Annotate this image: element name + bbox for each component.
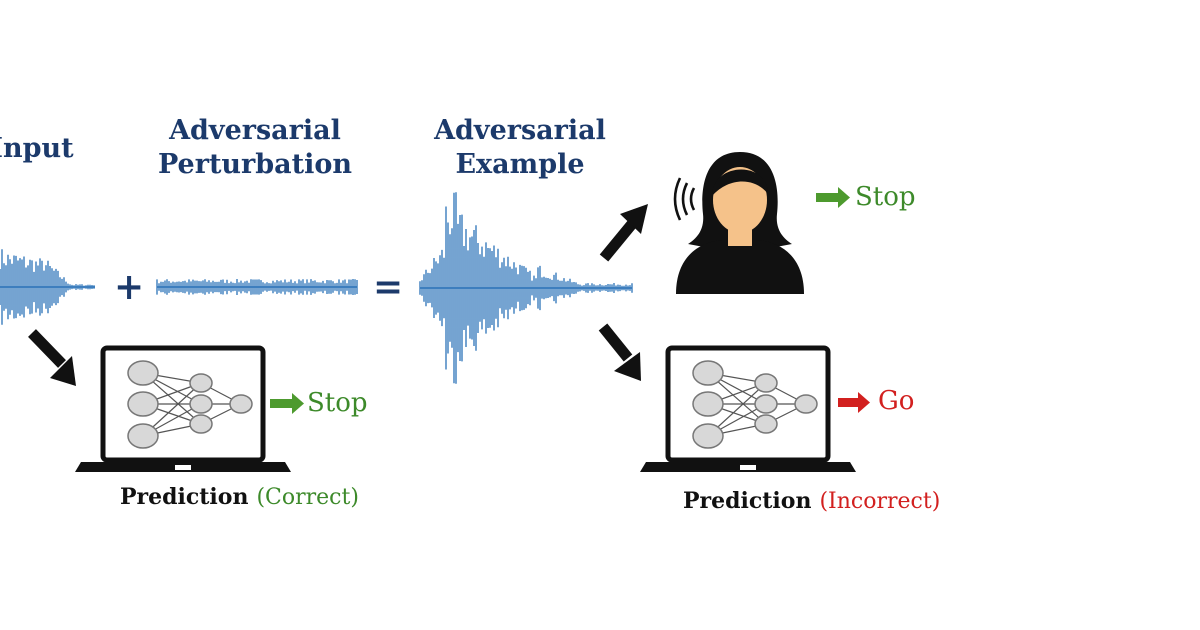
model-before-caption: Prediction (Correct) [120, 484, 359, 510]
human-prediction-arrow-icon [816, 187, 850, 208]
example-heading-line1: Adversarial [434, 115, 606, 146]
human-prediction-label: Stop [855, 182, 916, 212]
input-heading: Input [0, 133, 74, 164]
model-after-prediction-label: Go [878, 386, 915, 416]
sound-waves-icon [673, 177, 696, 221]
model-before-caption-text: Prediction [120, 484, 249, 510]
perturbation-heading: Adversarial Perturbation [150, 114, 360, 182]
example-heading-line2: Example [455, 149, 585, 180]
model-after-caption-text: Prediction [683, 488, 812, 514]
laptop-neural-network-icon-before [75, 348, 291, 472]
perturbation-heading-line1: Adversarial [169, 115, 341, 146]
model-after-status: (Incorrect) [819, 489, 941, 514]
person-listening-icon [676, 152, 804, 294]
adversarial-example-waveform [419, 192, 633, 384]
arrow-to-model-after [598, 323, 641, 381]
perturbation-waveform [156, 279, 358, 295]
perturbation-heading-line2: Perturbation [157, 149, 353, 180]
arrow-to-human [599, 204, 648, 262]
model-after-prediction-arrow-icon [838, 392, 870, 413]
plus-operator: + [114, 266, 145, 308]
arrow-to-model-before [28, 329, 76, 386]
example-heading: Adversarial Example [420, 114, 620, 182]
input-waveform [0, 249, 95, 325]
equals-operator: = [373, 266, 404, 308]
model-before-status: (Correct) [256, 485, 359, 510]
model-after-caption: Prediction (Incorrect) [683, 488, 940, 514]
model-before-prediction-label: Stop [307, 388, 368, 418]
laptop-neural-network-icon-after [640, 348, 856, 472]
model-before-prediction-arrow-icon [270, 393, 304, 414]
